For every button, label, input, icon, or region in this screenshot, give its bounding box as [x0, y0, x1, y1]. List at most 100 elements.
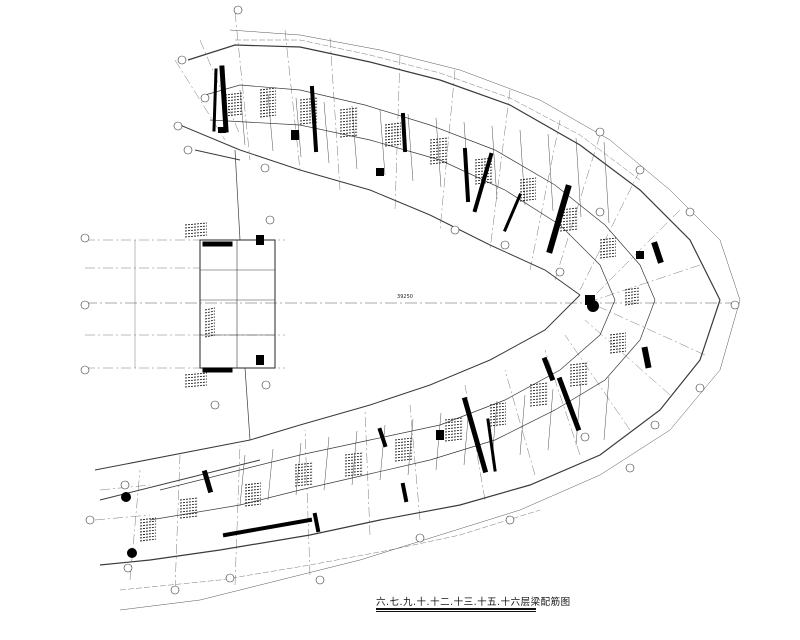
shear-wall-13 [377, 427, 388, 448]
axis-bubble-31 [595, 207, 605, 217]
rebar-note-16-3 [394, 446, 414, 450]
rebar-note-12-4 [569, 374, 589, 378]
columns-and-shear-walls [121, 65, 664, 558]
rebar-note-1-3 [259, 96, 277, 100]
rebar-note-13-5 [529, 397, 549, 401]
axis-bubble-22 [505, 515, 515, 525]
rebar-note-6-4 [474, 169, 494, 173]
connector-block [199, 239, 276, 369]
rebar-note-19-5 [244, 497, 262, 501]
rebar-note-0-6 [224, 110, 244, 114]
rebar-note-14-1 [489, 405, 507, 409]
rebar-note-15-1 [444, 420, 464, 424]
rebar-note-21-1 [139, 520, 157, 524]
round-column-centre [587, 300, 599, 312]
radial-axis-8 [579, 169, 641, 291]
rebar-note-3-7 [339, 128, 359, 132]
rebar-note-4-1 [384, 125, 402, 129]
top-cross-beam-7 [435, 117, 442, 188]
rebar-note-14-3 [489, 411, 507, 415]
column-5 [585, 295, 595, 305]
rebar-note-21-6 [139, 535, 157, 539]
rebar-note-17-5 [344, 467, 364, 471]
axis-bubble-8 [265, 215, 275, 225]
rebar-note-1-5 [259, 102, 277, 106]
shear-wall-7 [651, 241, 664, 264]
rebar-note-11-4 [609, 344, 627, 348]
building-outline [94, 44, 721, 566]
rebar-note-15-5 [444, 432, 464, 436]
rebar-note-7-0 [519, 177, 537, 181]
rebar-note-14-0 [489, 402, 507, 406]
rebar-note-17-6 [344, 470, 364, 474]
rebar-note-20-2 [179, 503, 199, 507]
rebar-note-20-6 [179, 515, 199, 519]
rebar-note-16-2 [394, 443, 414, 447]
rebar-note-2-2 [299, 103, 319, 107]
rebar-note-0-4 [224, 104, 244, 108]
rebar-note-15-6 [444, 435, 464, 439]
rebar-note-12-2 [569, 368, 589, 372]
rebar-note-0-7 [224, 113, 244, 117]
outer-wall-1 [99, 299, 721, 566]
rebar-note-21-3 [139, 526, 157, 530]
axis-bubble-5 [80, 233, 90, 243]
rebar-note-13-3 [529, 391, 549, 395]
shear-wall-17 [201, 469, 214, 494]
bottom-cross-beam-13 [603, 376, 610, 441]
rebar-note-3-6 [339, 125, 359, 129]
rebar-note-7-7 [519, 198, 537, 202]
dimension-chain-bottom [119, 509, 541, 591]
rebar-note-5-2 [429, 143, 449, 147]
radial-axis-1 [284, 29, 301, 171]
axis-bubble-20 [625, 463, 635, 473]
radial-axis-6 [529, 119, 561, 271]
shear-wall-0 [219, 65, 229, 133]
radial-axis-20 [234, 444, 241, 586]
beam-line-4 [234, 149, 251, 441]
rebar-note-24-2 [184, 378, 208, 382]
top-cross-beam-10 [519, 129, 526, 206]
top-cross-beam-11 [547, 133, 554, 212]
rebar-note-4-7 [384, 143, 402, 147]
bottom-cross-beam-3 [323, 436, 330, 491]
rebar-note-17-4 [344, 464, 364, 468]
bottom-cross-beam-1 [267, 448, 274, 501]
rebar-note-22-0 [204, 307, 216, 311]
rebar-note-18-0 [294, 462, 314, 466]
rebar-note-23-2 [184, 228, 208, 232]
rebar-note-5-6 [429, 155, 449, 159]
rebar-note-21-4 [139, 529, 157, 533]
top-cross-beam-4 [351, 105, 358, 170]
rebar-note-12-3 [569, 371, 589, 375]
overall-dimension-label: 39250 [397, 294, 413, 300]
rebar-note-13-0 [529, 382, 549, 386]
rebar-note-24-1 [184, 375, 208, 379]
rebar-note-20-5 [179, 512, 199, 516]
radial-axis-18 [364, 409, 371, 536]
round-column-left-2 [127, 548, 137, 558]
rebar-note-21-5 [139, 532, 157, 536]
rebar-note-1-9 [259, 114, 277, 118]
rebar-note-23-0 [184, 222, 208, 226]
axis-bubble-11 [450, 225, 460, 235]
axis-bubble-28 [85, 515, 95, 525]
connector-block-grid [200, 240, 275, 368]
shear-wall-10 [541, 356, 556, 382]
column-7 [636, 251, 644, 259]
rebar-note-16-1 [394, 440, 414, 444]
radial-axis-12 [584, 319, 671, 396]
rebar-note-8-6 [559, 225, 579, 229]
rebar-note-15-7 [444, 438, 464, 442]
rebar-note-22-3 [204, 316, 216, 320]
rebar-note-15-4 [444, 429, 464, 433]
rebar-note-19-4 [244, 494, 262, 498]
rebar-note-24-0 [184, 372, 208, 376]
column-6 [218, 127, 226, 133]
rebar-note-13-2 [529, 388, 549, 392]
rebar-note-3-5 [339, 122, 359, 126]
rebar-note-12-6 [569, 380, 589, 384]
rebar-note-3-1 [339, 110, 359, 114]
rebar-note-7-2 [519, 183, 537, 187]
rebar-note-1-7 [259, 108, 277, 112]
